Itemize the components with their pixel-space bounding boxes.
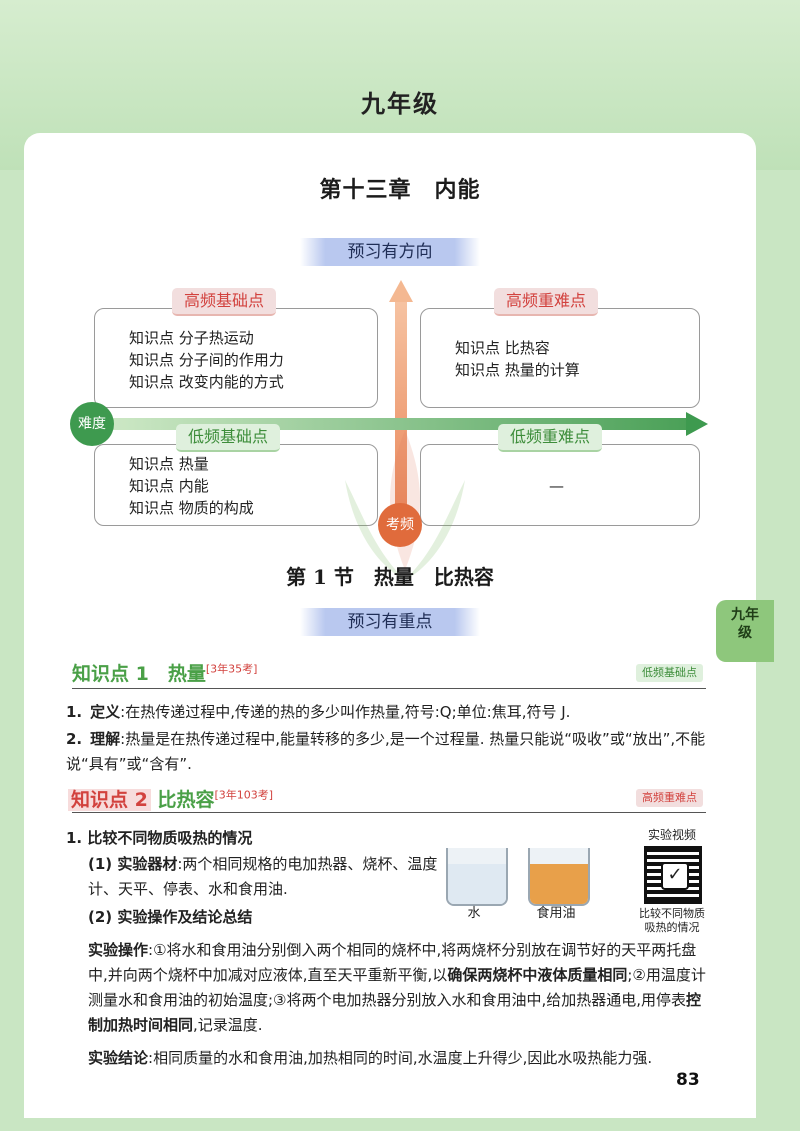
list-item: 知识点 比热容 [455, 339, 550, 357]
tag-high-basic: 高频基础点 [172, 288, 277, 316]
frequency-axis-label: 考频 [378, 503, 422, 547]
kp2-equipment-label: (1) 实验器材 [88, 855, 178, 873]
kp2-conclusion-text: :相同质量的水和食用油,加热相同的时间,水温度上升得少,因此水吸热能力强. [148, 1049, 653, 1067]
kp2-operations-heading: 实验操作 [88, 941, 149, 959]
quadrant-high-difficult: 知识点 比热容 知识点 热量的计算 [420, 308, 700, 408]
quadrant-high-basic: 知识点 分子热运动 知识点 分子间的作用力 知识点 改变内能的方式 [94, 308, 378, 408]
section-title: 第 1 节 热量 比热容 [286, 565, 494, 589]
kp2-operations-part-1: :①将水和食用油分别倒入两个相同的烧杯中,将两烧杯分别放在调节好的天平两托盘中,… [88, 941, 697, 984]
kp2-heading: 知识点 2 比热容[3年103考] [68, 785, 273, 812]
kp2-operations-text: 实验操作:①将水和食用油分别倒入两个相同的烧杯中,将两烧杯分别放在调节好的天平两… [88, 938, 708, 1038]
kp2-operations-part-3: ,记录温度. [193, 1016, 263, 1034]
kp1-item-1-label: 定义 [90, 703, 121, 721]
grade-title: 九年级 [361, 90, 439, 118]
kp1-heading: 知识点 1 热量[3年35考] [72, 659, 257, 686]
kp2-operations-label: (2) 实验操作及结论总结 [88, 908, 253, 926]
kp2-prefix: 知识点 2 [68, 789, 151, 811]
kp1-item-2: 2. 理解:热量是在热传递过程中,能量转移的多少,是一个过程量. 热量只能说“吸收… [66, 727, 706, 777]
kp1-item-1: 1. 定义:在热传递过程中,传递的热的多少叫作热量,符号:Q;单位:焦耳,符号 J… [66, 700, 706, 725]
divider [72, 812, 706, 813]
divider [72, 688, 706, 689]
side-tab-line2: 级 [738, 625, 752, 641]
list-item: — [549, 477, 564, 495]
kp1-item-2-number: 2. [66, 730, 83, 748]
difficulty-axis-arrowhead [686, 412, 708, 436]
video-label: 实验视频 [647, 828, 696, 842]
water-beaker-image [446, 848, 508, 906]
difficulty-axis-label: 难度 [70, 402, 114, 446]
kp1-frequency-badge: 低频基础点 [636, 664, 703, 682]
kp2-equipment: (1) 实验器材:两个相同规格的电加热器、烧杯、温度计、天平、停表、水和食用油. [88, 852, 448, 902]
oil-label: 食用油 [536, 906, 576, 921]
preview-focus-banner: 预习有重点 [300, 608, 480, 636]
kp1-title: 知识点 1 热量 [72, 663, 206, 685]
tag-high-difficult: 高频重难点 [494, 288, 599, 316]
kp2-stat: [3年103考] [214, 788, 274, 802]
chapter-title: 第十三章 内能 [319, 178, 481, 203]
side-tab-line1: 九年 [731, 607, 759, 623]
list-item: 知识点 热量 [129, 455, 209, 473]
side-tab-grade[interactable]: 九年 级 [716, 600, 774, 662]
frequency-axis-arrowhead [389, 280, 413, 302]
kp2-operations-emphasis-2: 控制加热时间相同 [88, 991, 702, 1034]
list-item: 知识点 分子间的作用力 [129, 351, 284, 369]
tag-low-difficult: 低频重难点 [498, 424, 603, 452]
kp1-item-2-text: :热量是在热传递过程中,能量转移的多少,是一个过程量. 热量只能说“吸收”或“放… [66, 730, 706, 773]
preview-direction-banner: 预习有方向 [300, 238, 480, 266]
tag-low-basic: 低频基础点 [176, 424, 281, 452]
kp2-item-1-title: 1. 比较不同物质吸热的情况 [66, 829, 253, 847]
video-caption-1: 比较不同物质 [639, 907, 705, 920]
list-item: 知识点 分子热运动 [129, 329, 254, 347]
kp1-item-1-number: 1. [66, 703, 83, 721]
list-item: 知识点 物质的构成 [129, 499, 254, 517]
kp1-item-1-text: :在热传递过程中,传递的热的多少叫作热量,符号:Q;单位:焦耳,符号 J. [120, 703, 571, 721]
kp2-frequency-badge: 高频重难点 [636, 789, 703, 807]
page-number: 83 [676, 1070, 700, 1090]
check-icon: ✓ [661, 862, 689, 890]
kp1-item-2-label: 理解 [90, 730, 121, 748]
list-item: 知识点 改变内能的方式 [129, 373, 284, 391]
frequency-axis-arrow [395, 300, 407, 515]
oil-beaker-image [528, 848, 590, 906]
kp2-equipment-text: :两个相同规格的电加热器、烧杯、温度计、天平、停表、水和食用油. [88, 855, 438, 898]
kp1-stat: [3年35考] [205, 662, 258, 676]
kp2-operations-emphasis-1: 确保两烧杯中液体质量相同 [447, 966, 628, 984]
list-item: 知识点 内能 [129, 477, 209, 495]
kp2-conclusion: 实验结论:相同质量的水和食用油,加热相同的时间,水温度上升得少,因此水吸热能力强… [88, 1046, 708, 1071]
kp2-title: 比热容 [157, 789, 215, 811]
kp2-conclusion-heading: 实验结论 [88, 1049, 149, 1067]
qr-code-icon[interactable] [644, 846, 702, 904]
kp2-operations-part-2: ;②用温度计测量水和食用油的初始温度;③将两个电加热器分别放入水和食用油中,给加… [88, 966, 706, 1009]
water-label: 水 [467, 906, 481, 921]
list-item: 知识点 热量的计算 [455, 361, 580, 379]
video-caption-2: 吸热的情况 [644, 921, 700, 934]
